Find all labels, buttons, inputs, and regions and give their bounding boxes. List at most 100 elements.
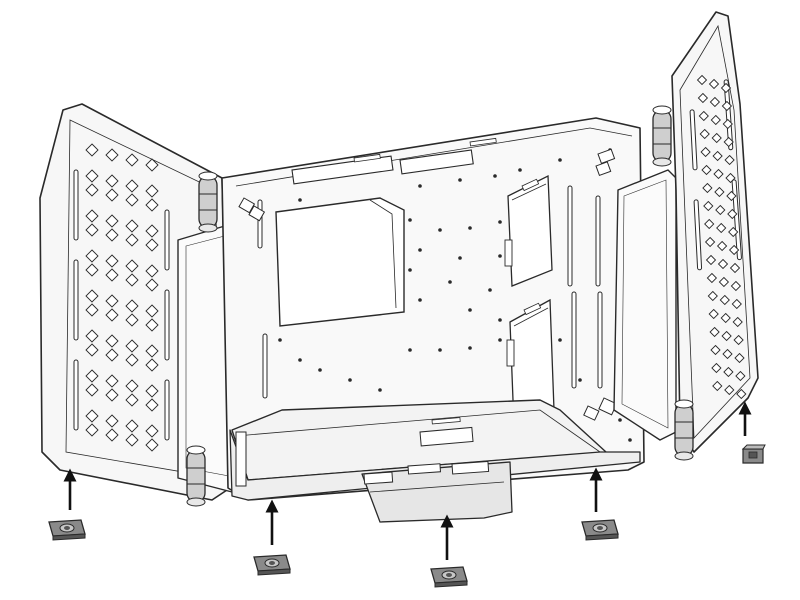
vent-cutout [721,100,733,112]
vent-cutout [125,153,139,167]
rubber-foot [48,519,86,541]
vent-cutout [717,258,729,270]
vent-cutout [696,74,708,86]
vent-cutout [125,313,139,327]
vent-cutout [145,158,159,172]
mounting-hole [493,174,497,178]
vent-cutout [735,370,746,382]
mounting-hole [558,158,562,162]
vent-cutout [704,218,715,230]
mounting-hole [558,338,562,342]
vent-cutout [145,278,159,292]
right-inner-bracket [613,169,677,441]
vent-cutout [125,393,139,407]
vent-cutout [125,259,139,273]
vent-cutout [145,424,159,438]
right-side-panel [671,11,759,453]
vent-cutout [723,136,734,148]
vent-cutout [705,254,717,266]
vent-cutout [728,226,739,238]
vent-cutout [725,172,736,184]
vent-cutout [729,262,741,274]
vent-cutout [145,304,159,318]
vent-cutout [85,263,99,277]
vent-cutout [85,249,99,263]
vent-cutout [724,384,735,396]
vent-cutout [731,298,742,310]
vent-cutout [715,204,726,216]
vent-cutout [105,428,119,442]
hinge [198,171,218,233]
vent-cutout [698,110,709,122]
vent-cutout [720,82,732,94]
vent-cutout [736,388,747,400]
vent-cutout [709,326,720,338]
vent-cutout [718,276,730,288]
vent-cutout [716,222,727,234]
left-panel-slots [73,169,170,441]
vent-cutout [125,353,139,367]
vent-cutout [145,184,159,198]
hinge [652,105,672,167]
vent-cutout [701,164,712,176]
vent-cutout [734,352,745,364]
drive-bracket-upper [504,174,553,287]
mounting-hole [488,288,492,292]
right-panel-vent-pattern [696,74,747,400]
vent-cutout [712,150,723,162]
mounting-hole [408,218,412,222]
mounting-hole [438,228,442,232]
rubber-foot [253,554,291,576]
vent-cutout [145,198,159,212]
vent-cutout [105,214,119,228]
vent-cutout [714,186,725,198]
vent-cutout [730,280,742,292]
vent-cutout [707,290,718,302]
vent-cutout [125,433,139,447]
vent-cutout [145,358,159,372]
mounting-hole [438,348,442,352]
vent-cutout [85,303,99,317]
bottom-tray [229,399,641,523]
vent-cutout [710,114,721,126]
vent-cutout [720,312,731,324]
vent-cutout [125,339,139,353]
vent-cutout [732,316,743,328]
vent-cutout [724,154,735,166]
mounting-hole [458,256,462,260]
vent-cutout [85,183,99,197]
assembly-arrows [63,401,752,560]
mounting-hole [468,308,472,312]
rubber-foot [741,444,766,464]
vent-cutout [145,438,159,452]
vent-cutout [145,318,159,332]
mounting-hole [408,348,412,352]
vent-cutout [727,208,738,220]
vent-cutout [85,343,99,357]
vent-cutout [85,383,99,397]
vent-cutout [722,118,733,130]
vent-cutout [699,128,710,140]
vent-cutout [145,344,159,358]
vent-cutout [125,233,139,247]
vent-cutout [712,380,723,392]
vent-cutout [125,379,139,393]
vent-cutout [105,308,119,322]
vent-cutout [85,169,99,183]
left-panel-vent-pattern [85,143,159,452]
mounting-hole [408,268,412,272]
vent-cutout [704,236,716,248]
vent-cutout [85,289,99,303]
vent-cutout [105,174,119,188]
vent-cutout [702,182,713,194]
mounting-hole [298,198,302,202]
mounting-hole [468,226,472,230]
mounting-hole [458,178,462,182]
vent-cutout [145,398,159,412]
vent-cutout [700,146,711,158]
vent-cutout [105,254,119,268]
vent-cutout [105,294,119,308]
vent-cutout [697,92,709,104]
mounting-hole [628,438,632,442]
